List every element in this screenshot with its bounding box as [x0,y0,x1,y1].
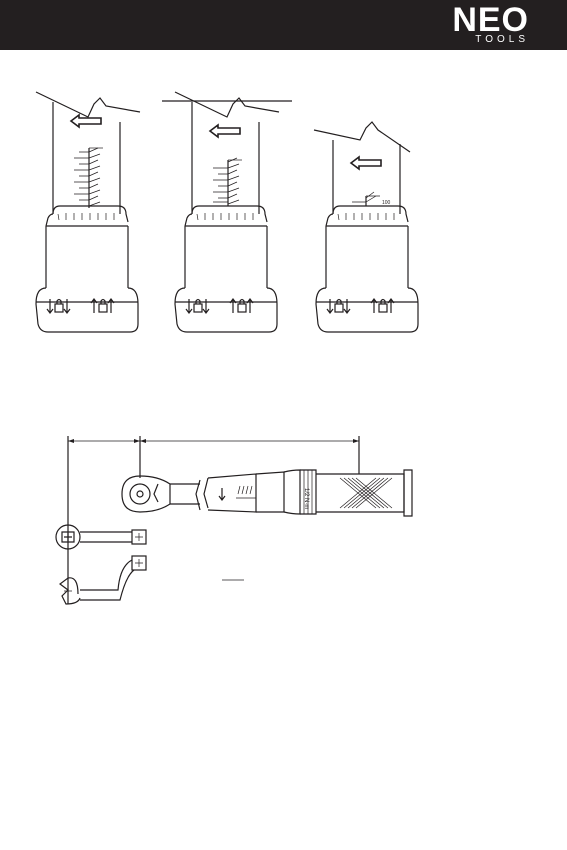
unlock-up-icon [327,299,394,313]
arrow-left-icon [210,125,240,137]
scale-value-label: 100 [382,200,391,206]
wrench-figure-1 [36,92,140,332]
wrench-figure-2 [162,92,292,332]
arrow-left-icon [71,115,101,127]
lock-down-icon [47,299,114,313]
wrench-figure-3: 100 [314,122,418,332]
arrow-left-icon [351,157,381,169]
lock-down-icon [186,299,253,313]
wrench-extension-diagram: 1/2 N·m [56,436,412,604]
